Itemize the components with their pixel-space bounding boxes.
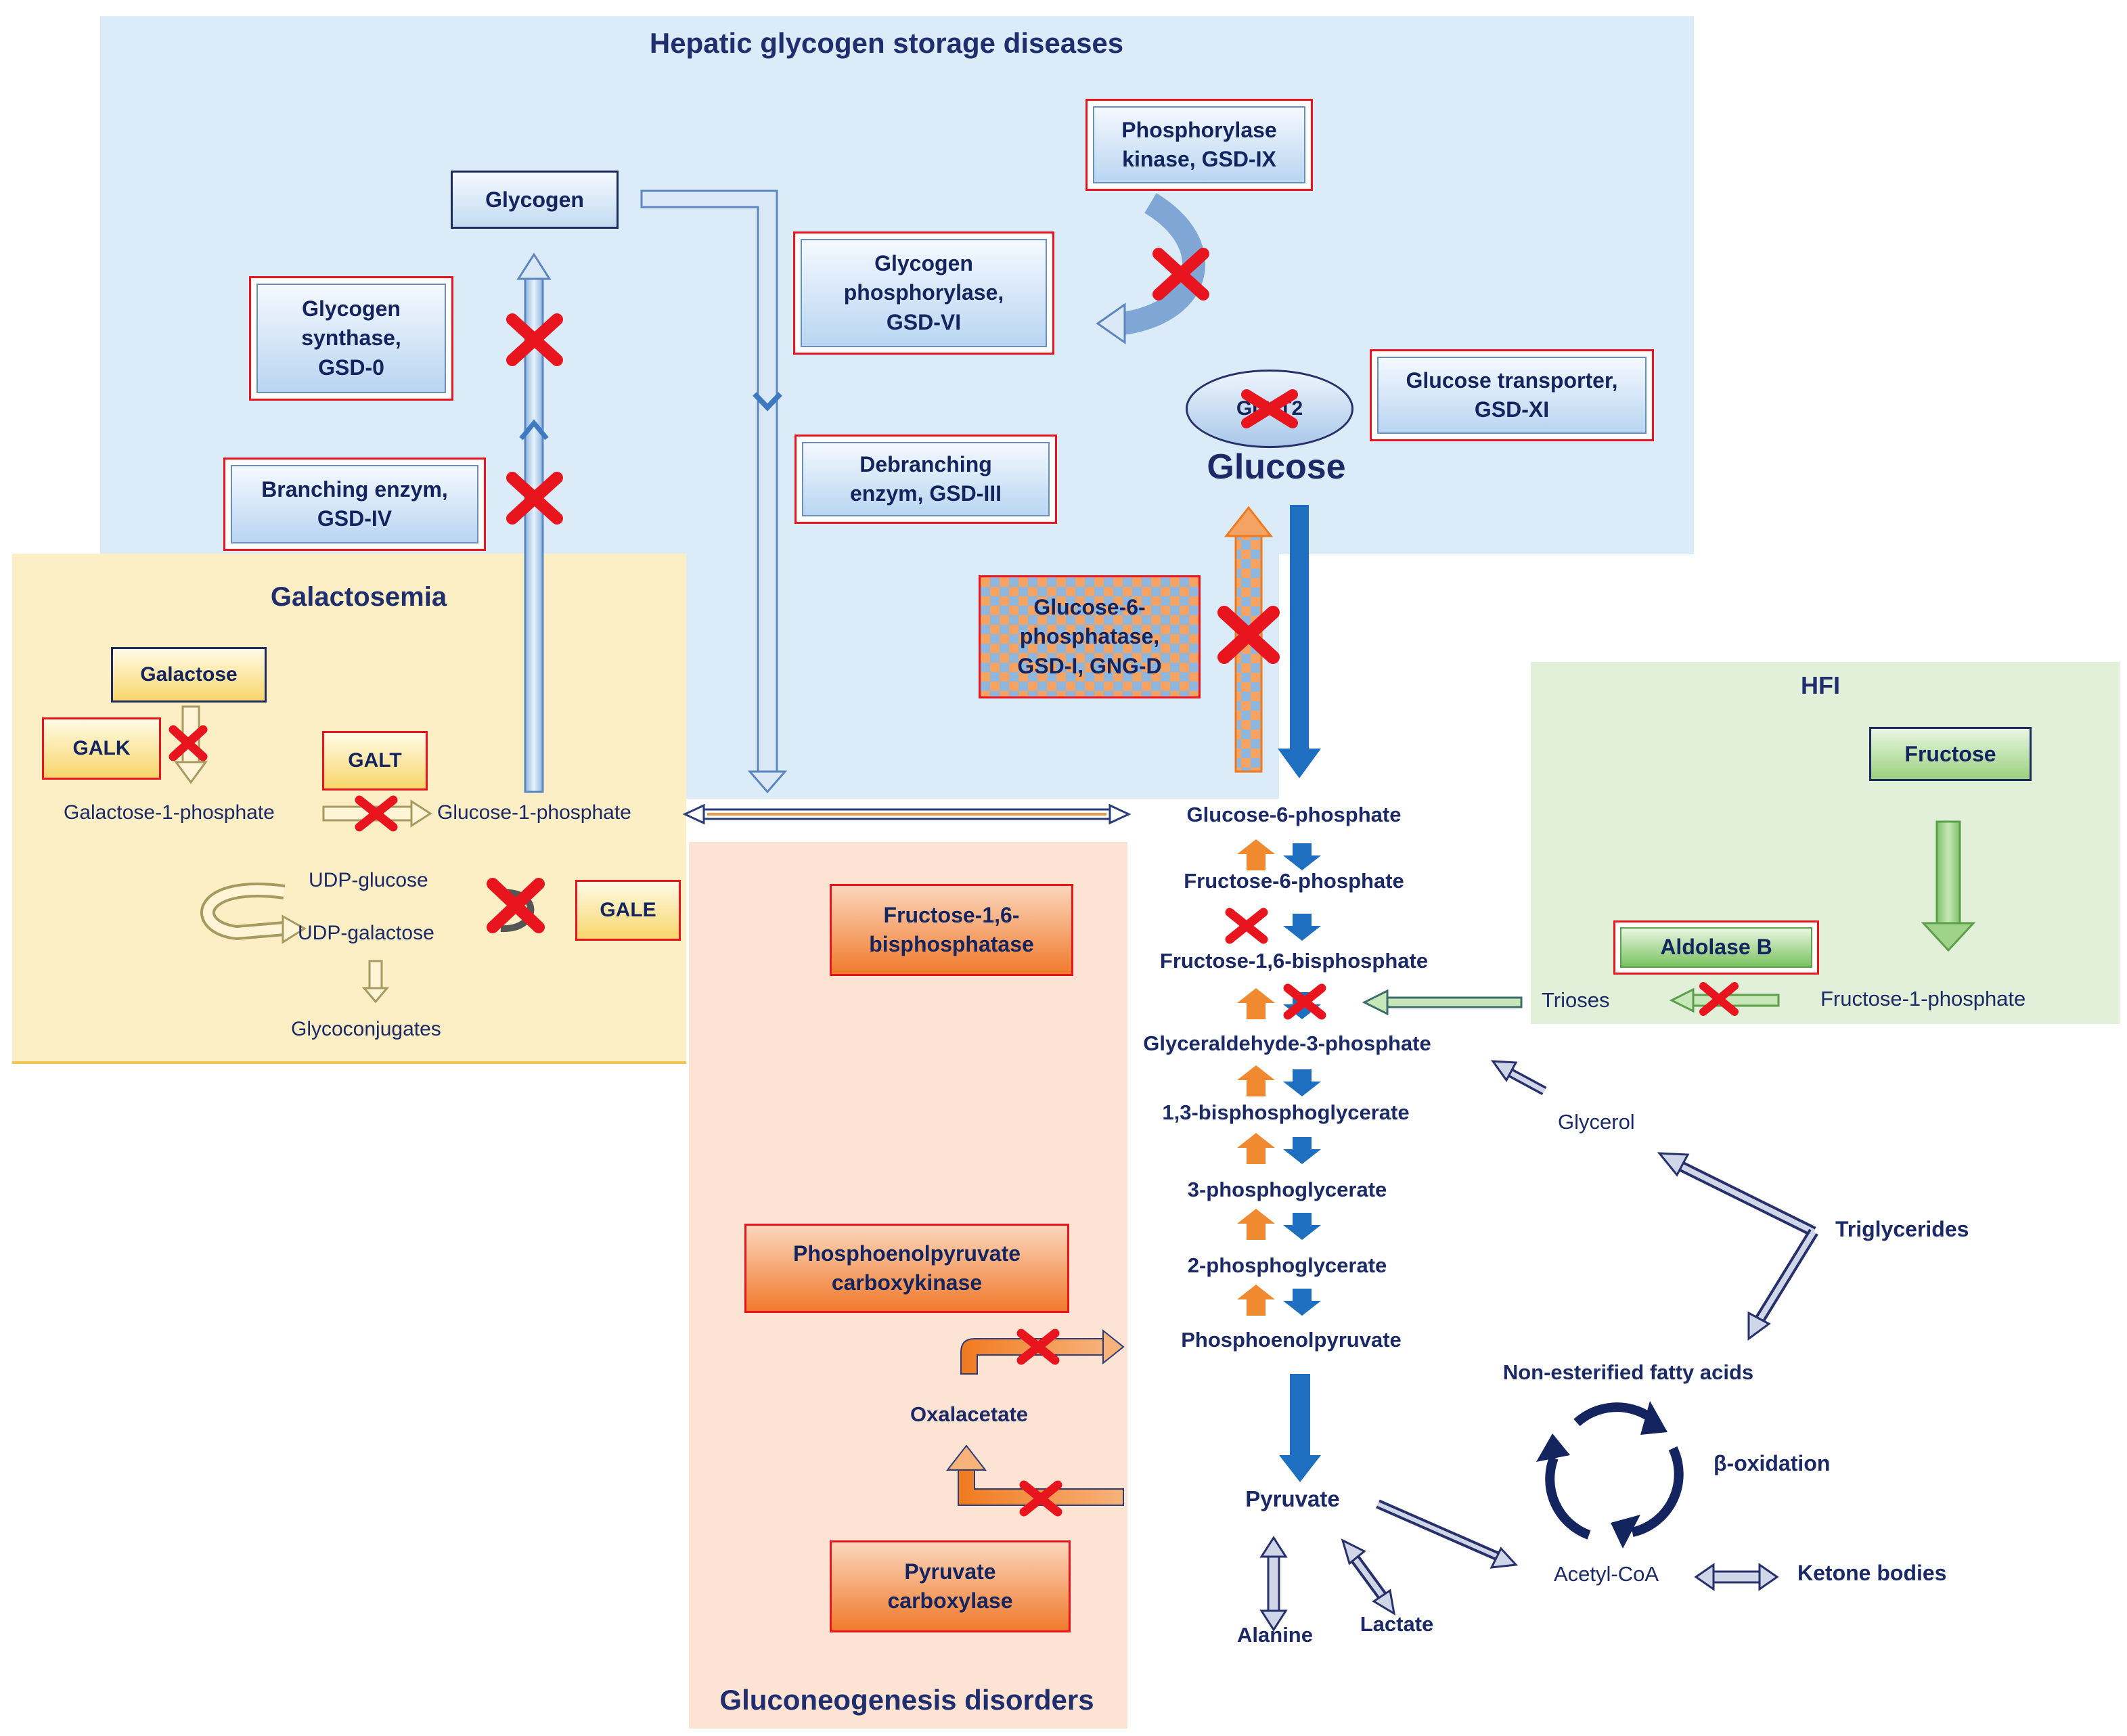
- glycogen-breakdown-arrow: [640, 190, 788, 794]
- fructose-down-arrow: [1921, 820, 1976, 952]
- label-beta-oxidation: β-oxidation: [1714, 1451, 1831, 1475]
- label-pyruvate: Pyruvate: [1245, 1486, 1340, 1511]
- block-x-icon: [169, 725, 208, 761]
- block-x-icon: [1152, 248, 1209, 301]
- gluconeogenesis-step-arrows: [1237, 839, 1275, 1316]
- label-alanine: Alanine: [1237, 1623, 1313, 1647]
- enzyme-gale: GALE: [575, 880, 681, 941]
- label-glucose-1-phosphate: Glucose-1-phosphate: [437, 801, 631, 824]
- phosphorylase-curved-arrow: [1096, 193, 1205, 344]
- enzyme-galt: GALT: [322, 731, 428, 791]
- enzyme-glucose-transporter: Glucose transporter, GSD-XI: [1370, 349, 1654, 441]
- label-glycoconjugates: Glycoconjugates: [291, 1018, 441, 1040]
- label-fructose-6-phosphate: Fructose-6-phosphate: [1184, 869, 1404, 893]
- hfi-title: HFI: [1801, 671, 1840, 699]
- pep-pyruvate-arrow: [1279, 1374, 1321, 1482]
- beta-oxidation-arrowheads: [1536, 1401, 1667, 1549]
- substrate-glycogen: Glycogen: [451, 171, 619, 229]
- g1p-g6p-arrow: [682, 803, 1132, 825]
- glycerol-arrow: [1490, 1060, 1547, 1096]
- block-x-icon: [1699, 982, 1739, 1016]
- pyruvate-alanine-arrow: [1259, 1536, 1288, 1632]
- label-udp-glucose: UDP-glucose: [309, 869, 428, 891]
- enzyme-galk: GALK: [42, 717, 161, 780]
- glycolysis-step-arrows: [1283, 843, 1321, 1316]
- block-x-icon: [355, 795, 398, 832]
- block-x-icon: [487, 878, 545, 933]
- substrate-galactose: Galactose: [111, 647, 267, 703]
- glucose-uptake-arrow: [1278, 505, 1321, 778]
- label-1-3-bisphosphoglycerate: 1,3-bisphosphoglycerate: [1162, 1100, 1410, 1124]
- label-ketone-bodies: Ketone bodies: [1797, 1561, 1947, 1585]
- label-lactate: Lactate: [1360, 1612, 1434, 1636]
- beta-oxidation-cycle: [1545, 1402, 1684, 1540]
- label-trioses: Trioses: [1542, 988, 1610, 1012]
- label-triglycerides: Triglycerides: [1835, 1217, 1969, 1241]
- pyruvate-acetylcoa-arrow: [1376, 1499, 1519, 1569]
- label-glycerol: Glycerol: [1558, 1110, 1635, 1134]
- label-fructose-1-6-bisphosphate: Fructose-1,6-bisphosphate: [1159, 949, 1429, 973]
- label-acetyl-coa: Acetyl-CoA: [1554, 1562, 1659, 1586]
- galactosemia-title: Galactosemia: [270, 582, 447, 612]
- enzyme-glycogen-synthase: Glycogen synthase, GSD-0: [249, 276, 453, 401]
- label-glucose-6-phosphate: Glucose-6-phosphate: [1186, 803, 1402, 826]
- label-nefa: Non-esterified fatty acids: [1502, 1360, 1754, 1384]
- substrate-fructose: Fructose: [1869, 727, 2032, 781]
- block-x-icon: [1241, 389, 1298, 428]
- label-udp-galactose: UDP-galactose: [298, 922, 434, 944]
- label-glyceraldehyde-3-phosphate: Glyceraldehyde-3-phosphate: [1143, 1031, 1431, 1055]
- gluconeogenesis-title: Gluconeogenesis disorders: [719, 1684, 1094, 1716]
- label-2-phosphoglycerate: 2-phosphoglycerate: [1187, 1253, 1387, 1277]
- label-phosphoenolpyruvate: Phosphoenolpyruvate: [1181, 1328, 1402, 1352]
- g6pase-arrow: [1224, 506, 1274, 773]
- enzyme-aldolase-b: Aldolase B: [1613, 920, 1819, 975]
- enzyme-glycogen-phosphorylase: Glycogen phosphorylase, GSD-VI: [793, 231, 1054, 355]
- enzyme-g6pase: Glucose-6-phosphatase, GSD-I, GNG-D: [979, 575, 1201, 698]
- glycoconjugates-arrow: [361, 960, 390, 1004]
- block-x-icon: [1283, 983, 1326, 1020]
- enzyme-pc: Pyruvate carboxylase: [830, 1540, 1071, 1632]
- label-glucose: Glucose: [1207, 447, 1346, 487]
- enzyme-pepck: Phosphoenolpyruvate carboxykinase: [744, 1224, 1069, 1313]
- pyruvate-lactate-arrow: [1341, 1538, 1396, 1616]
- hepatic-gsd-title: Hepatic glycogen storage diseases: [649, 27, 1124, 59]
- block-x-icon: [506, 313, 563, 366]
- trioses-to-f16bp-arrow: [1362, 989, 1523, 1016]
- glycogen-synthesis-arrow: [516, 252, 552, 793]
- enzyme-branching: Branching enzym, GSD-IV: [223, 458, 486, 551]
- label-3-phosphoglycerate: 3-phosphoglycerate: [1187, 1178, 1387, 1201]
- triglycerides-arrows: [1657, 1152, 1818, 1341]
- pc-arrow: [945, 1444, 1124, 1506]
- enzyme-fbpase: Fructose-1,6-bisphosphatase: [830, 884, 1073, 976]
- udp-curved-arrow: [200, 883, 307, 944]
- acetylcoa-ketone-arrow: [1694, 1563, 1779, 1591]
- label-oxalacetate: Oxalacetate: [910, 1402, 1029, 1426]
- block-x-icon: [1217, 606, 1280, 664]
- block-x-icon: [1225, 908, 1268, 944]
- block-x-icon: [1019, 1480, 1062, 1517]
- pepck-arrow: [960, 1329, 1125, 1375]
- enzyme-debranching: Debranching enzym, GSD-III: [794, 435, 1057, 524]
- label-galactose-1-phosphate: Galactose-1-phosphate: [64, 801, 275, 824]
- block-x-icon: [1016, 1329, 1060, 1365]
- enzyme-phosphorylase-kinase: Phosphorylase kinase, GSD-IX: [1085, 99, 1313, 191]
- block-x-icon: [506, 472, 563, 525]
- label-fructose-1-phosphate: Fructose-1-phosphate: [1820, 987, 2026, 1010]
